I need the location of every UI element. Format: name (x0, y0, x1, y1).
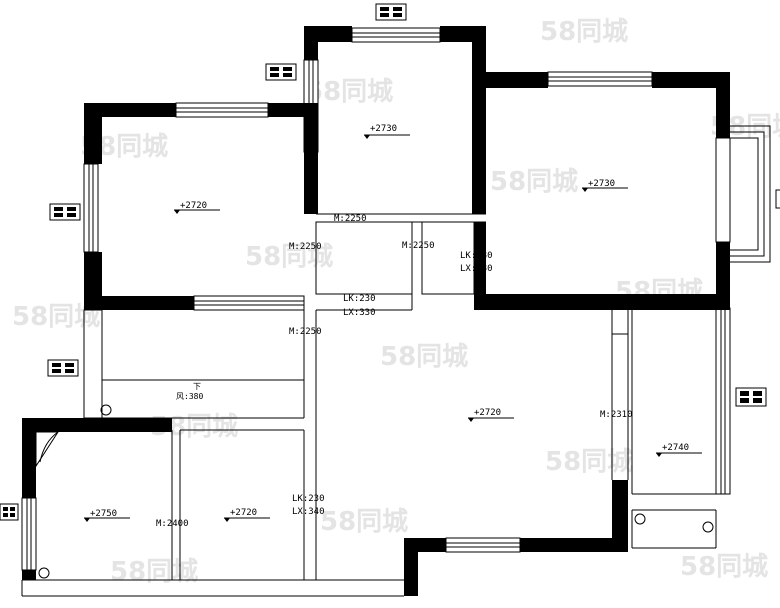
window-right-balcony (715, 307, 731, 495)
drain-balcony-right (702, 521, 714, 533)
watermark-11: 58同城 (545, 447, 633, 477)
window-top-left (175, 102, 269, 118)
elevation-label: +2720 (474, 408, 501, 418)
dimension-label: M:2400 (156, 519, 189, 529)
walls (22, 26, 730, 596)
elevation-label: +2750 (90, 509, 117, 519)
dimension-label: LX:340 (292, 507, 325, 517)
dimension-label: LK:230 (292, 494, 325, 504)
window-top-center (351, 27, 441, 43)
bay-window-outer (716, 125, 771, 263)
dimension-label: LK:230 (343, 294, 376, 304)
direction-marker-top-left (265, 63, 297, 81)
dimension-label: M:2310 (600, 410, 633, 420)
elevation-label: +2730 (370, 124, 397, 134)
dimension-label: M:2250 (289, 327, 322, 337)
watermark-1: 58同城 (540, 17, 628, 47)
watermark-2: 58同城 (305, 77, 393, 107)
dimension-label: LX:280 (460, 264, 493, 274)
window-left-bedroom (83, 163, 99, 253)
drain-left (100, 404, 112, 416)
dimension-label: LK:280 (460, 251, 493, 261)
elevation-marker: +2720 (174, 201, 220, 214)
fixtures (35, 189, 780, 579)
dimension-labels: M:2250 M:2250 M:2250 M:2250 LK:280 LX:28… (156, 214, 633, 529)
interior-lines (21, 213, 717, 597)
elevation-marker: +2730 (582, 179, 628, 192)
watermark-9: 58同城 (380, 342, 468, 372)
direction-marker-left-2 (47, 359, 79, 377)
door-swing-bottom-left (35, 431, 59, 468)
direction-marker-top (375, 3, 407, 21)
watermark-13: 58同城 (110, 557, 198, 587)
direction-marker-left-1 (49, 203, 81, 221)
window-mid (193, 295, 305, 311)
note-label: 下 (193, 382, 201, 391)
elevation-marker: +2730 (364, 124, 410, 139)
elevation-marker: +2720 (468, 408, 514, 422)
door-arc-bottom-left (39, 431, 59, 463)
direction-marker-left-3 (0, 503, 19, 521)
direction-markers (0, 3, 767, 521)
dimension-label: M:2250 (289, 242, 322, 252)
elevation-marker: +2720 (224, 508, 270, 522)
direction-marker-right (735, 387, 767, 407)
watermarks: 58同城 58同城 58同城 58同城 58同城 58同城 58同城 58同城 … (12, 17, 780, 587)
windows (21, 27, 771, 571)
watermark-6: 58同城 (245, 242, 333, 272)
window-bottom-left (21, 497, 37, 571)
window-top-right (547, 71, 653, 87)
dimension-label: M:2250 (334, 214, 367, 224)
drain-balcony-left (634, 513, 646, 525)
watermark-5: 58同城 (490, 167, 578, 197)
elevation-marker: +2740 (656, 443, 702, 457)
note-label: 风:380 (176, 392, 203, 401)
window-bottom-center (445, 537, 521, 553)
drain-bottom-left (38, 567, 50, 579)
dimension-label: M:2250 (402, 241, 435, 251)
elevation-marker: +2750 (84, 509, 130, 522)
elevation-label: +2720 (230, 508, 257, 518)
watermark-12: 58同城 (320, 507, 408, 537)
watermark-14: 58同城 (680, 552, 768, 582)
dimension-label: LX:330 (343, 308, 376, 318)
elevation-markers: +2730 +2730 +2720 +2720 +2740 +2750 (84, 124, 702, 522)
elevation-label: +2740 (662, 443, 689, 453)
elevation-label: +2730 (588, 179, 615, 189)
elevation-label: +2720 (180, 201, 207, 211)
